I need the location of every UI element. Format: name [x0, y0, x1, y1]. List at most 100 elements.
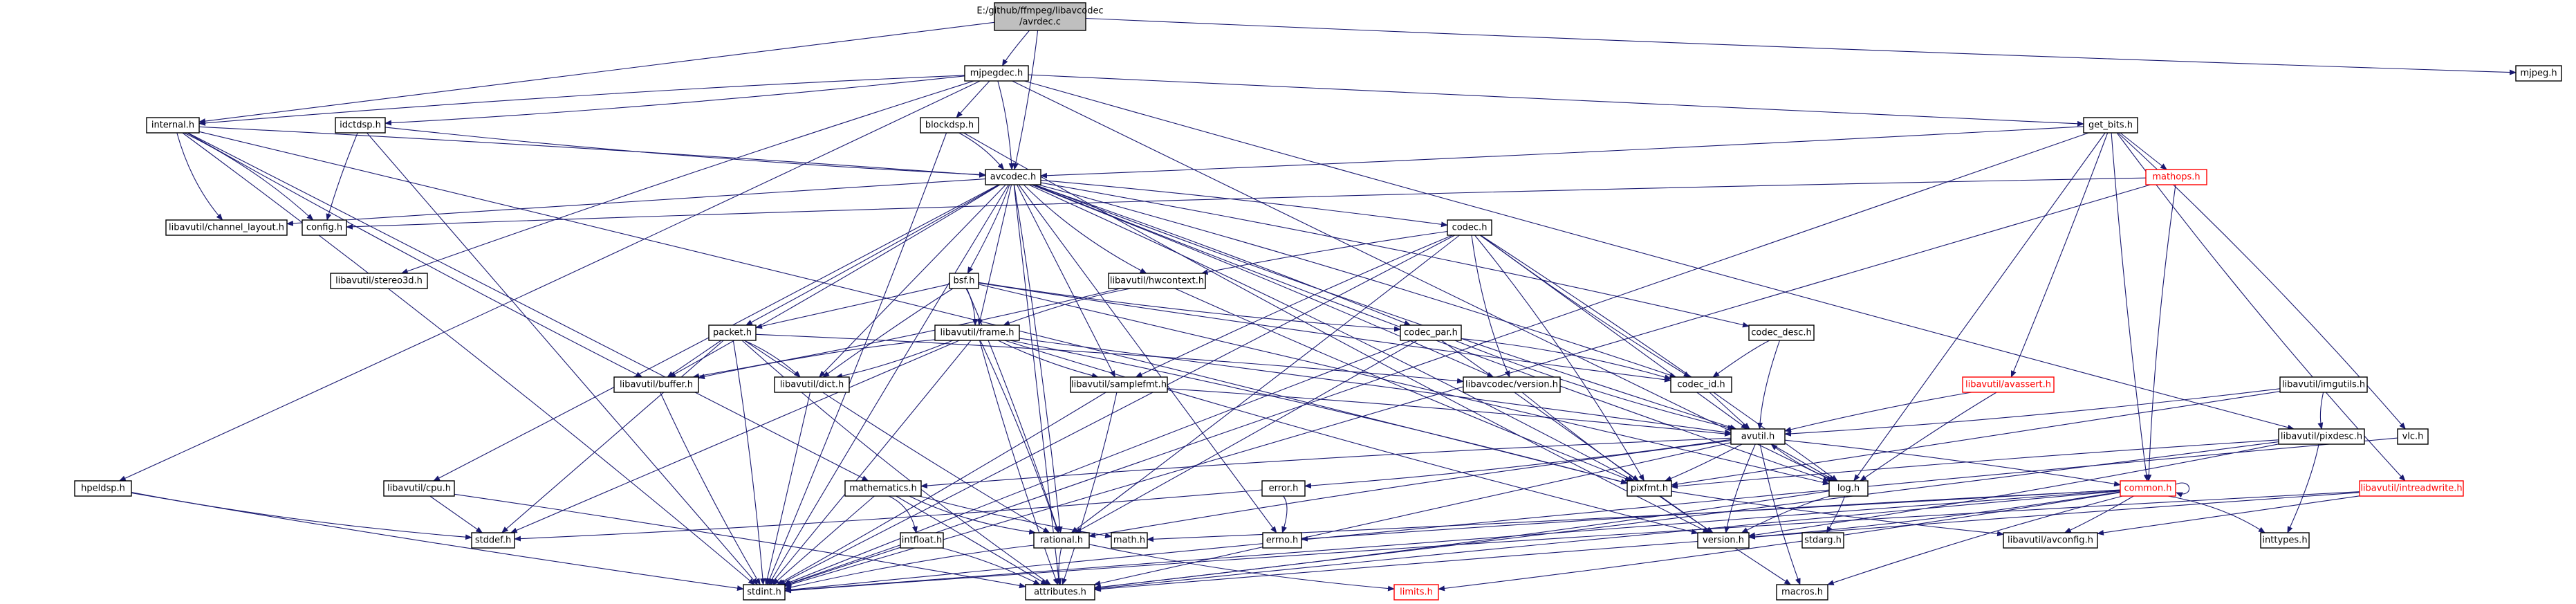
node-buffer[interactable]: libavutil/buffer.h — [613, 376, 699, 393]
edge-avcodec-to-buffer — [669, 184, 1001, 378]
edge-codec-to-stdint — [778, 235, 1455, 585]
node-idctdsp[interactable]: idctdsp.h — [335, 117, 386, 134]
node-codec-id[interactable]: codec_id.h — [1670, 376, 1732, 393]
node-math[interactable]: math.h — [1111, 532, 1148, 549]
node-label: stddef.h — [475, 536, 511, 546]
node-attributes[interactable]: attributes.h — [1025, 584, 1095, 601]
node-intfloat[interactable]: intfloat.h — [900, 532, 944, 549]
node-label: inttypes.h — [2262, 536, 2307, 546]
node-box — [330, 273, 428, 289]
node-avutil[interactable]: avutil.h — [1730, 428, 1786, 445]
node-rational[interactable]: rational.h — [1033, 532, 1090, 549]
node-pixfmt[interactable]: pixfmt.h — [1627, 480, 1672, 497]
node-bsf[interactable]: bsf.h — [949, 273, 979, 289]
node-packet[interactable]: packet.h — [708, 324, 757, 341]
node-label: log.h — [1837, 484, 1860, 494]
node-macros[interactable]: macros.h — [1776, 584, 1828, 601]
node-label: errno.h — [1266, 536, 1299, 546]
edge-frame-to-buffer — [698, 339, 936, 380]
node-avassert[interactable]: libavutil/avassert.h — [1962, 376, 2055, 393]
node-inttypes[interactable]: inttypes.h — [2260, 532, 2310, 549]
node-hpeldsp[interactable]: hpeldsp.h — [74, 480, 132, 497]
node-label: common.h — [2124, 484, 2172, 494]
edge-intfloat-to-attributes — [942, 547, 1041, 585]
edge-mjpegdec-to-idctdsp — [384, 75, 965, 126]
node-mjpegdec[interactable]: mjpegdec.h — [964, 65, 1029, 82]
edge-samplefmt-to-stdint — [776, 392, 1106, 585]
node-codec-par[interactable]: codec_par.h — [1400, 324, 1462, 341]
edge-hpeldsp-to-stddef — [131, 491, 472, 540]
edge-codec_par-to-stdint — [783, 340, 1411, 585]
node-imgutils[interactable]: libavutil/imgutils.h — [2279, 376, 2368, 393]
node-box — [471, 532, 515, 549]
edge-hwcontext-to-buffer — [692, 288, 1121, 379]
node-log[interactable]: log.h — [1828, 480, 1869, 497]
node-avconfig[interactable]: libavutil/avconfig.h — [2003, 532, 2098, 549]
node-common[interactable]: common.h — [2120, 480, 2176, 497]
edge-codec-to-rational — [1071, 235, 1460, 533]
node-avcodec[interactable]: avcodec.h — [985, 169, 1041, 185]
node-box — [613, 376, 699, 393]
node-label: bsf.h — [953, 276, 974, 286]
node-label: version.h — [1703, 536, 1744, 546]
node-stereo3d[interactable]: libavutil/stereo3d.h — [330, 273, 428, 289]
node-mathematics[interactable]: mathematics.h — [844, 480, 922, 497]
node-mjpeg[interactable]: mjpeg.h — [2515, 65, 2562, 82]
edge-avcodec-to-samplefmt — [1017, 184, 1115, 378]
node-get-bits[interactable]: get_bits.h — [2083, 117, 2138, 134]
edge-idctdsp-to-stdint — [367, 132, 759, 585]
edge-root-to-mjpegdec — [1002, 30, 1030, 66]
node-intreadwrite[interactable]: libavutil/intreadwrite.h — [2359, 480, 2464, 497]
node-samplefmt[interactable]: libavutil/samplefmt.h — [1070, 376, 1168, 393]
edge-internal-to-stdint — [182, 132, 755, 585]
node-label: macros.h — [1781, 587, 1823, 598]
edge-packet-to-stddef — [501, 340, 724, 533]
node-codec-desc[interactable]: codec_desc.h — [1748, 324, 1815, 341]
edge-internal-to-avcodec — [198, 126, 986, 178]
edge-avcodec-to-bsf — [967, 184, 1010, 274]
node-label: math.h — [1113, 536, 1145, 546]
node-label: codec_desc.h — [1751, 328, 1812, 338]
edge-pixfmt-to-avconfig — [1671, 491, 2004, 537]
node-limits[interactable]: limits.h — [1393, 584, 1439, 601]
node-label: codec_id.h — [1677, 380, 1725, 390]
node-internal[interactable]: internal.h — [146, 117, 200, 134]
edge-frame-to-avutil — [1019, 338, 1732, 435]
node-box — [1697, 532, 1750, 549]
node-hwcontext[interactable]: libavutil/hwcontext.h — [1108, 273, 1206, 289]
node-config[interactable]: config.h — [302, 219, 347, 236]
edge-mjpegdec-to-hpeldsp — [118, 80, 981, 482]
edge-get_bits-to-stdint — [784, 132, 2089, 586]
edge-rational-to-stdint — [784, 544, 1035, 590]
node-pixdesc[interactable]: libavutil/pixdesc.h — [2278, 428, 2365, 445]
node-mathops[interactable]: mathops.h — [2145, 169, 2207, 185]
node-blockdsp[interactable]: blockdsp.h — [920, 117, 979, 134]
edge-codec_desc-to-codec_id — [1712, 340, 1770, 378]
node-channel-layout[interactable]: libavutil/channel_layout.h — [165, 219, 288, 236]
node-box — [1108, 273, 1206, 289]
node-error[interactable]: error.h — [1261, 480, 1306, 497]
node-stdint[interactable]: stdint.h — [743, 584, 786, 601]
edge-bsf-to-log — [978, 284, 1830, 486]
node-frame[interactable]: libavutil/frame.h — [934, 324, 1020, 341]
node-label: vlc.h — [2402, 432, 2424, 442]
node-label: stdarg.h — [1804, 536, 1842, 546]
node-box — [934, 324, 1020, 341]
edge-frame-to-pixfmt — [1010, 340, 1628, 485]
edge-internal-to-pixfmt — [198, 131, 1628, 484]
edge-internal-to-buffer — [187, 132, 643, 378]
node-stdarg[interactable]: stdarg.h — [1801, 532, 1844, 549]
node-dict[interactable]: libavutil/dict.h — [774, 376, 850, 393]
node-version[interactable]: version.h — [1697, 532, 1750, 549]
node-errno[interactable]: errno.h — [1262, 532, 1302, 549]
node-box — [2120, 480, 2176, 497]
node-box — [165, 219, 288, 236]
node-box — [383, 480, 455, 497]
node-stddef[interactable]: stddef.h — [471, 532, 515, 549]
node-codec[interactable]: codec.h — [1447, 219, 1492, 236]
edge-blockdsp-to-avcodec — [958, 132, 1005, 170]
node-vlc[interactable]: vlc.h — [2397, 428, 2429, 445]
node-cpu[interactable]: libavutil/cpu.h — [383, 480, 455, 497]
node-libavcodec-version[interactable]: libavcodec/version.h — [1463, 376, 1561, 393]
node-box — [2003, 532, 2098, 549]
